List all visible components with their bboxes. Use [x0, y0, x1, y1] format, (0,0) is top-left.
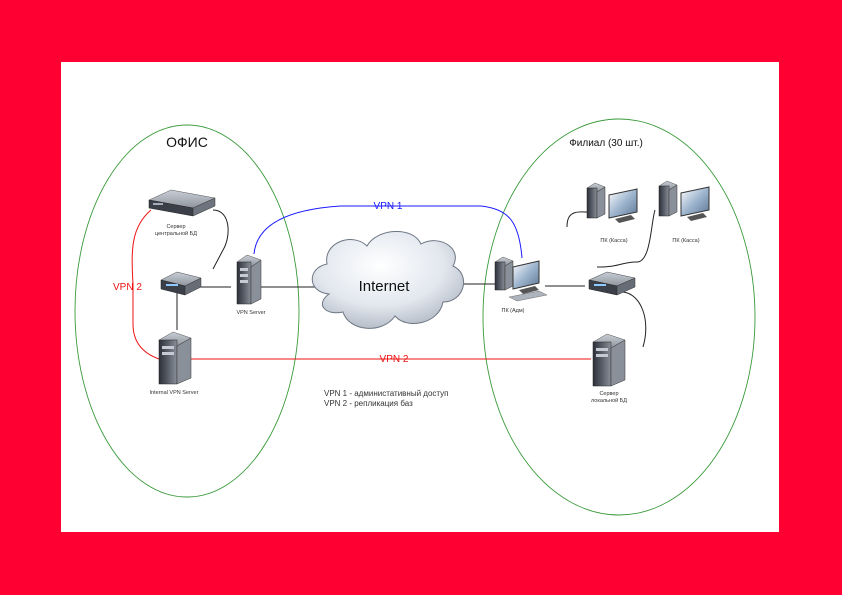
- central-db-label-line2: центральной БД: [155, 230, 197, 237]
- branch-switch-icon: [588, 271, 636, 296]
- vpn-server-icon: [236, 254, 262, 305]
- central-db-server-icon: [148, 189, 216, 217]
- cash-pc-2-label: ПК (Касса): [672, 238, 699, 244]
- vpn1-label: VPN 1: [374, 201, 403, 212]
- network-diagram: Сервер центральной БД VPN 2 VPN Server I…: [74, 118, 756, 516]
- local-db-label-line2: локальной БД: [591, 397, 627, 404]
- legend-line1: VPN 1 - администативный доступ: [324, 389, 449, 398]
- office-region: [74, 124, 300, 498]
- office-title: ОФИС: [166, 134, 208, 150]
- vpn2-office-link: [131, 209, 160, 360]
- internal-vpn-server-label: Internal VPN Server: [150, 390, 199, 396]
- vpn2-office-label: VPN 2: [113, 282, 142, 293]
- vpn-server-label: VPN Server: [236, 310, 265, 316]
- internet-label: Internet: [359, 278, 411, 295]
- admin-pc-icon: [494, 256, 548, 302]
- internal-vpn-server-icon: [158, 331, 192, 385]
- branch-region: [482, 118, 756, 516]
- admin-pc-label: ПК (Адм): [501, 308, 524, 314]
- diagram-canvas: Сервер центральной БД VPN 2 VPN Server I…: [61, 62, 779, 532]
- cash-pc-1-label: ПК (Касса): [600, 238, 627, 244]
- local-db-server-icon: [592, 333, 626, 387]
- legend-line2: VPN 2 - репликация баз: [324, 399, 413, 408]
- vpn1-link: [253, 205, 523, 259]
- branch-title: Филиал (30 шт.): [569, 138, 643, 149]
- central-db-label-line1: Сервер: [166, 224, 185, 230]
- internet-cloud-icon: [311, 231, 464, 329]
- office-switch-icon: [160, 271, 202, 296]
- cash-pc-2-icon: [658, 180, 710, 221]
- local-db-label-line1: Сервер: [599, 391, 618, 397]
- vpn2-wan-label: VPN 2: [380, 354, 409, 365]
- cash-pc-1-icon: [586, 182, 638, 223]
